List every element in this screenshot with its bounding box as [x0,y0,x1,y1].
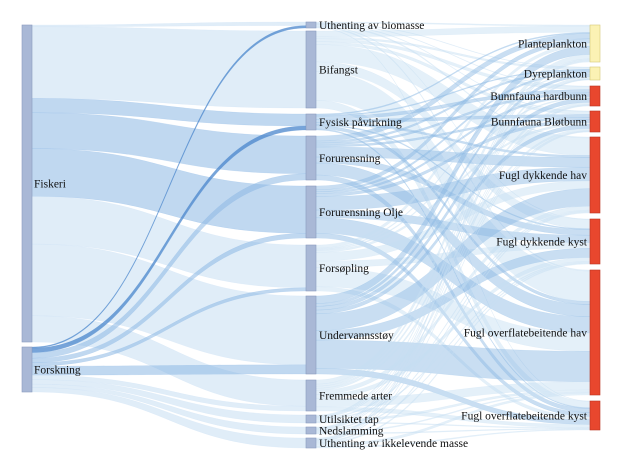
label-blotbunn: Bunnfauna Bløtbunn [491,117,587,129]
node-dyreplankton [589,66,601,81]
sankey-nodes [21,21,601,449]
label-planteplankton: Planteplankton [518,39,587,51]
node-olje [305,185,317,239]
label-utilsiktet: Utilsiktet tap [319,414,379,426]
label-dykk_kyst: Fugl dykkende kyst [496,237,588,249]
label-overfl_hav: Fugl overflatebeitende hav [464,328,588,340]
node-forurensning [305,135,317,181]
node-fysisk [305,113,317,131]
node-uth_ikke [305,437,317,449]
node-utilsiktet [305,414,317,424]
node-fiskeri [21,24,33,343]
link-fiskeri-uth_bio [31,21,307,28]
node-overfl_hav [589,269,601,396]
label-fiskeri: Fiskeri [34,179,66,191]
label-olje: Forurensning Olje [319,207,403,219]
node-dykk_kyst [589,218,601,265]
label-dykk_hav: Fugl dykkende hav [499,170,587,182]
node-uth_bio [305,21,317,29]
node-undervannsstoy [305,295,317,375]
label-nedslamming: Nedslamming [319,426,384,438]
label-forsopling: Forsøpling [319,263,369,275]
label-bifangst: Bifangst [319,65,359,77]
label-uth_ikke: Uthenting av ikkelevende masse [319,438,468,450]
node-bifangst [305,30,317,109]
label-undervannsstoy: Undervannsstøy [319,330,394,342]
node-nedslamming [305,426,317,435]
node-hardbunn [589,85,601,107]
node-dykk_hav [589,136,601,214]
node-planteplankton [589,24,601,63]
label-forskning: Forskning [34,365,81,377]
sankey-links [31,21,591,449]
label-fysisk: Fysisk påvirkning [319,116,402,129]
label-fremmede: Fremmede arter [319,391,392,403]
label-dyreplankton: Dyreplankton [524,69,587,81]
node-fremmede [305,379,317,412]
label-hardbunn: Bunnfauna hardbunn [490,91,587,103]
node-overfl_kyst [589,400,601,431]
label-overfl_kyst: Fugl overflatebeitende kyst [461,411,588,423]
node-forskning [21,346,33,393]
label-uth_bio: Uthenting av biomasse [319,20,424,32]
node-forsopling [305,244,317,292]
label-forurensning: Forurensning [319,153,381,165]
node-blotbunn [589,110,601,133]
